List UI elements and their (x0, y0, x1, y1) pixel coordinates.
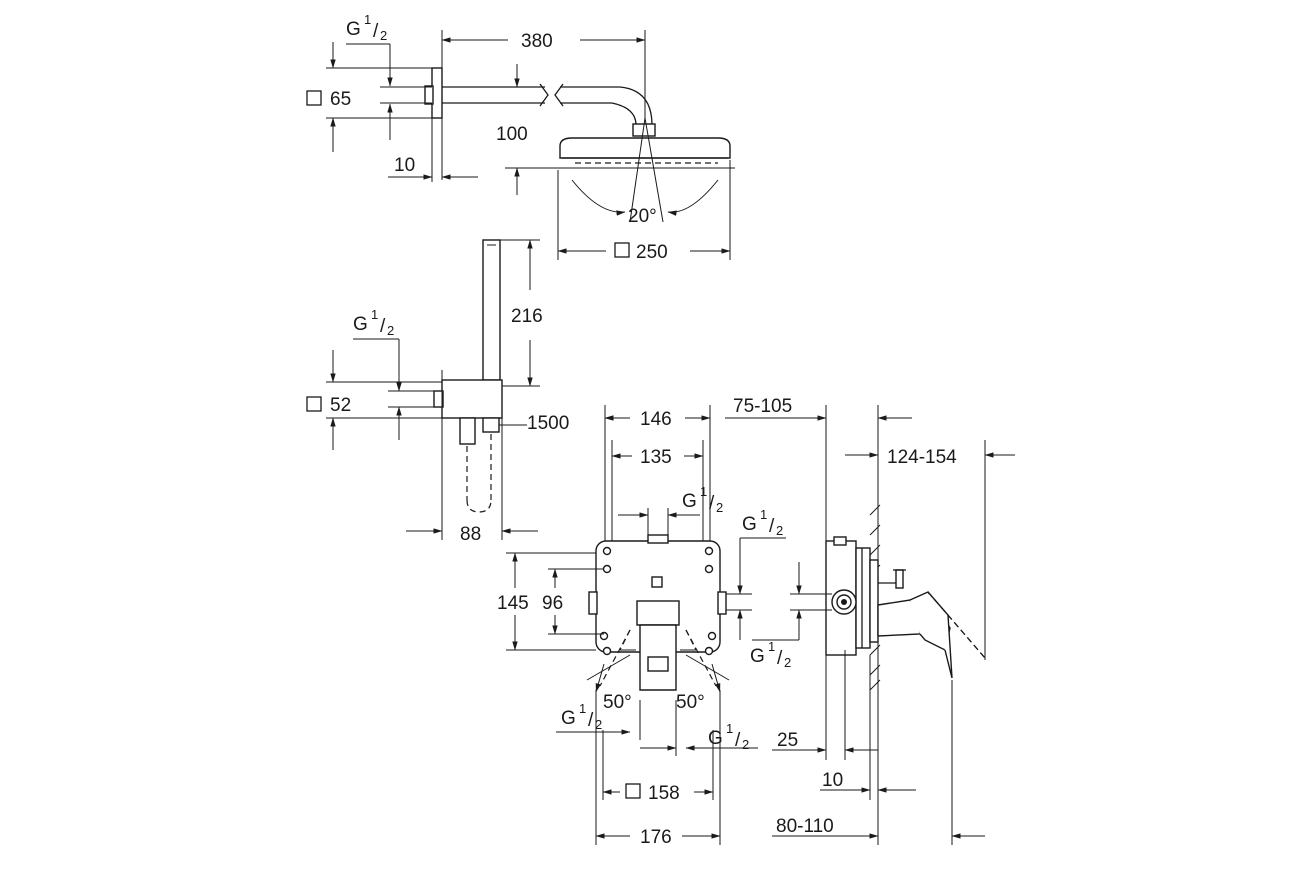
arm-length-label: 380 (521, 31, 553, 52)
svg-text:G: G (346, 19, 361, 40)
dimension-wall-10: 10 (388, 118, 478, 182)
thread-label-holder: G 1 / 2 (353, 307, 434, 440)
dimension-flange-65: 65 (306, 42, 432, 152)
dimension-145: 145 (497, 552, 596, 651)
hose-length-label: 1500 (527, 413, 569, 434)
mixer-body-front-drawing: 50° 50° (586, 534, 730, 713)
svg-text:2: 2 (595, 717, 602, 732)
body-height-label: 145 (497, 593, 529, 614)
svg-text:G: G (353, 314, 368, 335)
body-width-label: 146 (640, 409, 672, 430)
plaster-offset-label: 25 (777, 730, 798, 751)
svg-text:2: 2 (387, 323, 394, 338)
svg-text:2: 2 (380, 28, 387, 43)
hand-shower-drawing (433, 239, 503, 540)
dimension-135: 135 (611, 440, 704, 541)
svg-text:/: / (709, 493, 715, 514)
dimension-216: 216 (484, 239, 543, 387)
dimension-wall-10-side: 10 (820, 655, 916, 800)
dimension-75-105: 75-105 (725, 396, 912, 760)
svg-text:G: G (708, 728, 723, 749)
svg-text:2: 2 (742, 737, 749, 752)
svg-text:1: 1 (579, 701, 586, 716)
svg-text:1: 1 (371, 307, 378, 322)
install-depth-label: 75-105 (733, 396, 792, 417)
svg-text:1: 1 (760, 507, 767, 522)
wall-thickness-label: 10 (822, 770, 843, 791)
svg-text:G: G (561, 708, 576, 729)
svg-text:/: / (769, 516, 775, 537)
svg-text:/: / (777, 648, 783, 669)
thread-label-arm: G 1 / 2 (346, 12, 432, 140)
flange-square-label: 65 (330, 89, 351, 110)
mixer-side-drawing (825, 405, 986, 800)
dimension-cover-158: 158 (602, 730, 714, 804)
dimension-holder-52: 52 (306, 350, 442, 450)
body-inner-width-label: 135 (640, 447, 672, 468)
body-inner-height-label: 96 (542, 593, 563, 614)
svg-text:/: / (380, 316, 386, 337)
thread-label-bottom-right: G 1 / 2 (640, 700, 758, 756)
dimension-124-154: 124-154 (845, 440, 1015, 660)
dimension-head-250: 250 (557, 160, 731, 263)
svg-text:1: 1 (726, 721, 733, 736)
angle-right-label: 50° (676, 692, 705, 713)
svg-text:G: G (750, 646, 765, 667)
dimension-176: 176 (595, 690, 721, 848)
install-range-label: 80-110 (776, 816, 834, 837)
svg-text:2: 2 (776, 523, 783, 538)
thread-label-side: G 1 / 2 (750, 562, 832, 670)
handle-projection-label: 124-154 (887, 447, 957, 468)
thread-label-right: G 1 / 2 (726, 507, 786, 640)
svg-text:/: / (735, 730, 741, 751)
svg-text:2: 2 (784, 655, 791, 670)
svg-text:/: / (373, 21, 379, 42)
thread-label-bottom-left: G 1 / 2 (556, 700, 641, 740)
svg-text:1: 1 (364, 12, 371, 27)
svg-text:2: 2 (716, 500, 723, 515)
holder-square-label: 52 (330, 395, 351, 416)
dimension-96: 96 (542, 568, 604, 635)
spray-angle-label: 20° (628, 206, 657, 227)
dimension-146: 146 (604, 405, 711, 541)
dimension-80-110: 80-110 (772, 680, 985, 845)
angle-left-label: 50° (603, 692, 632, 713)
dimension-100: 100 (496, 64, 556, 195)
svg-text:1: 1 (768, 639, 775, 654)
head-drop-label: 100 (496, 124, 528, 145)
cover-width-label: 176 (640, 827, 672, 848)
dimension-380: 380 (441, 30, 646, 120)
cover-square-label: 158 (648, 783, 680, 804)
dimension-hose-1500: 1500 (499, 413, 569, 434)
wall-offset-label: 10 (394, 155, 415, 176)
handshower-height-label: 216 (511, 306, 543, 327)
shower-arm-drawing: 20° (424, 30, 735, 227)
svg-text:G: G (682, 491, 697, 512)
dimension-holder-88: 88 (406, 524, 538, 545)
svg-text:/: / (588, 710, 594, 731)
thread-label-top: G 1 / 2 (618, 484, 723, 535)
holder-depth-label: 88 (460, 524, 481, 545)
svg-text:1: 1 (700, 484, 707, 499)
dimension-25: 25 (772, 650, 878, 760)
head-square-label: 250 (636, 242, 668, 263)
svg-text:G: G (742, 514, 757, 535)
